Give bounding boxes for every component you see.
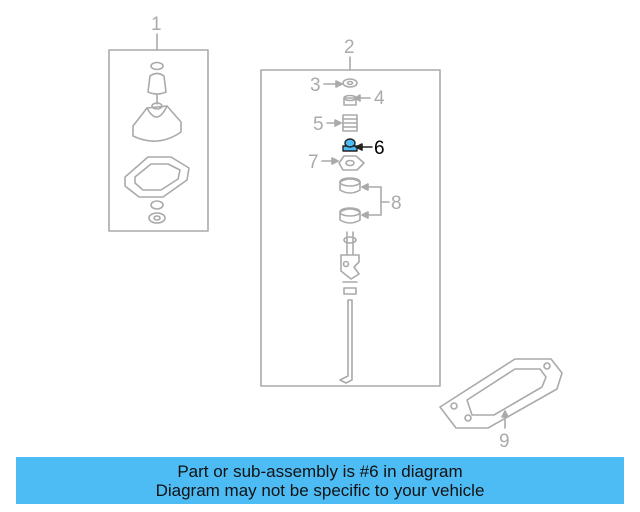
shift-lever-part bbox=[339, 231, 360, 384]
bushing-part-6 bbox=[342, 138, 373, 152]
boot-plate-part bbox=[124, 156, 190, 198]
callout-9: 9 bbox=[499, 431, 510, 452]
grommet-part bbox=[148, 200, 166, 224]
bushing-part-8a bbox=[339, 177, 361, 194]
callout-2: 2 bbox=[344, 37, 355, 58]
assembly-1-box bbox=[108, 33, 209, 232]
callout-4: 4 bbox=[374, 88, 385, 109]
shift-knob-part bbox=[147, 61, 167, 105]
washer-part-3 bbox=[323, 78, 358, 88]
callout-6: 6 bbox=[374, 138, 385, 159]
callout-5: 5 bbox=[313, 114, 324, 135]
bushing-part-8b bbox=[339, 207, 361, 224]
spring-part-5 bbox=[326, 114, 358, 132]
retainer-plate-part-7 bbox=[321, 155, 365, 171]
nut-part-4 bbox=[343, 94, 371, 106]
callout-7: 7 bbox=[308, 152, 319, 173]
bracket-8-leader bbox=[361, 183, 390, 219]
shift-boot-part bbox=[132, 102, 182, 142]
assembly-2-box bbox=[260, 56, 441, 387]
callout-8: 8 bbox=[391, 193, 402, 214]
plate-part-9 bbox=[439, 358, 563, 429]
banner-line-2: Diagram may not be specific to your vehi… bbox=[155, 480, 485, 500]
callout-1: 1 bbox=[151, 14, 162, 35]
callout-3: 3 bbox=[310, 75, 321, 96]
banner-line-1: Part or sub-assembly is #6 in diagram bbox=[177, 461, 463, 481]
info-banner: Part or sub-assembly is #6 in diagram Di… bbox=[16, 457, 624, 504]
